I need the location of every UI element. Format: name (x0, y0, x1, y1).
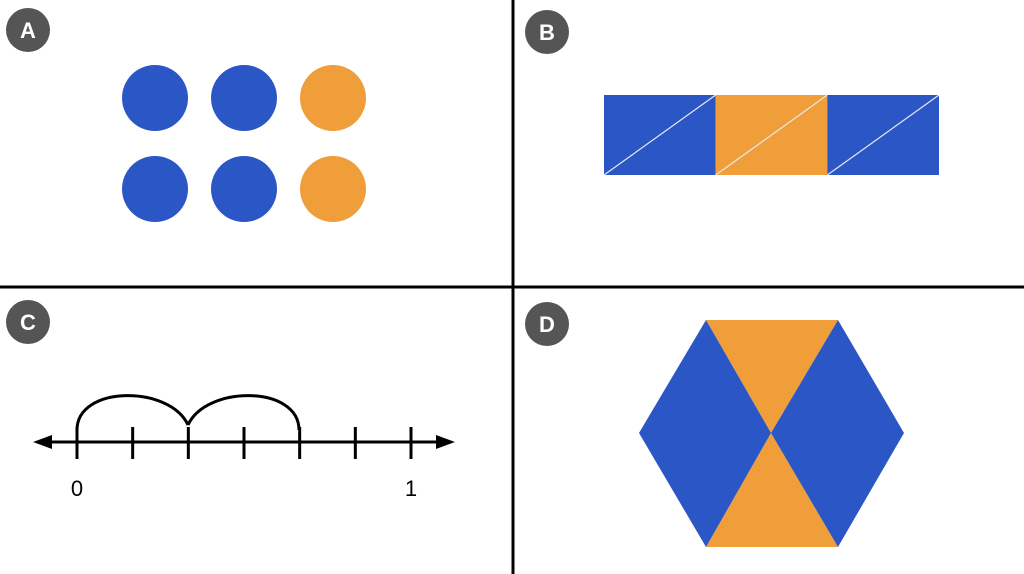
jump-arc-2 (186, 394, 301, 431)
panel-b-bar (603, 94, 940, 176)
number-line-label-0: 0 (71, 476, 83, 501)
badge-label: D (539, 312, 555, 337)
diagonal-line (826, 94, 940, 176)
panel-c-number-line (33, 394, 455, 459)
bottom-triangle (706, 433, 838, 547)
left-arrow (33, 435, 52, 449)
blue-circle (211, 156, 277, 222)
jump-arc-1 (75, 394, 190, 431)
badge-b: B (525, 10, 569, 54)
diagonal-line (603, 94, 717, 176)
blue-circle (211, 65, 277, 131)
badge-a: A (6, 8, 50, 52)
top-triangle (706, 320, 838, 433)
right-rhombus (771, 320, 904, 547)
orange-circle (300, 65, 366, 131)
badge-label: A (20, 18, 36, 43)
badge-label: C (20, 310, 36, 335)
blue-circle (122, 65, 188, 131)
badge-d: D (525, 302, 569, 346)
orange-circle (300, 156, 366, 222)
panel-d-hexagon (639, 320, 904, 547)
badge-c: C (6, 300, 50, 344)
left-rhombus (639, 320, 771, 547)
number-line-label-1: 1 (405, 476, 417, 501)
panel-a-circles (122, 65, 366, 222)
right-arrow (436, 435, 455, 449)
diagonal-line (715, 94, 828, 176)
blue-circle (122, 156, 188, 222)
badge-label: B (539, 20, 555, 45)
